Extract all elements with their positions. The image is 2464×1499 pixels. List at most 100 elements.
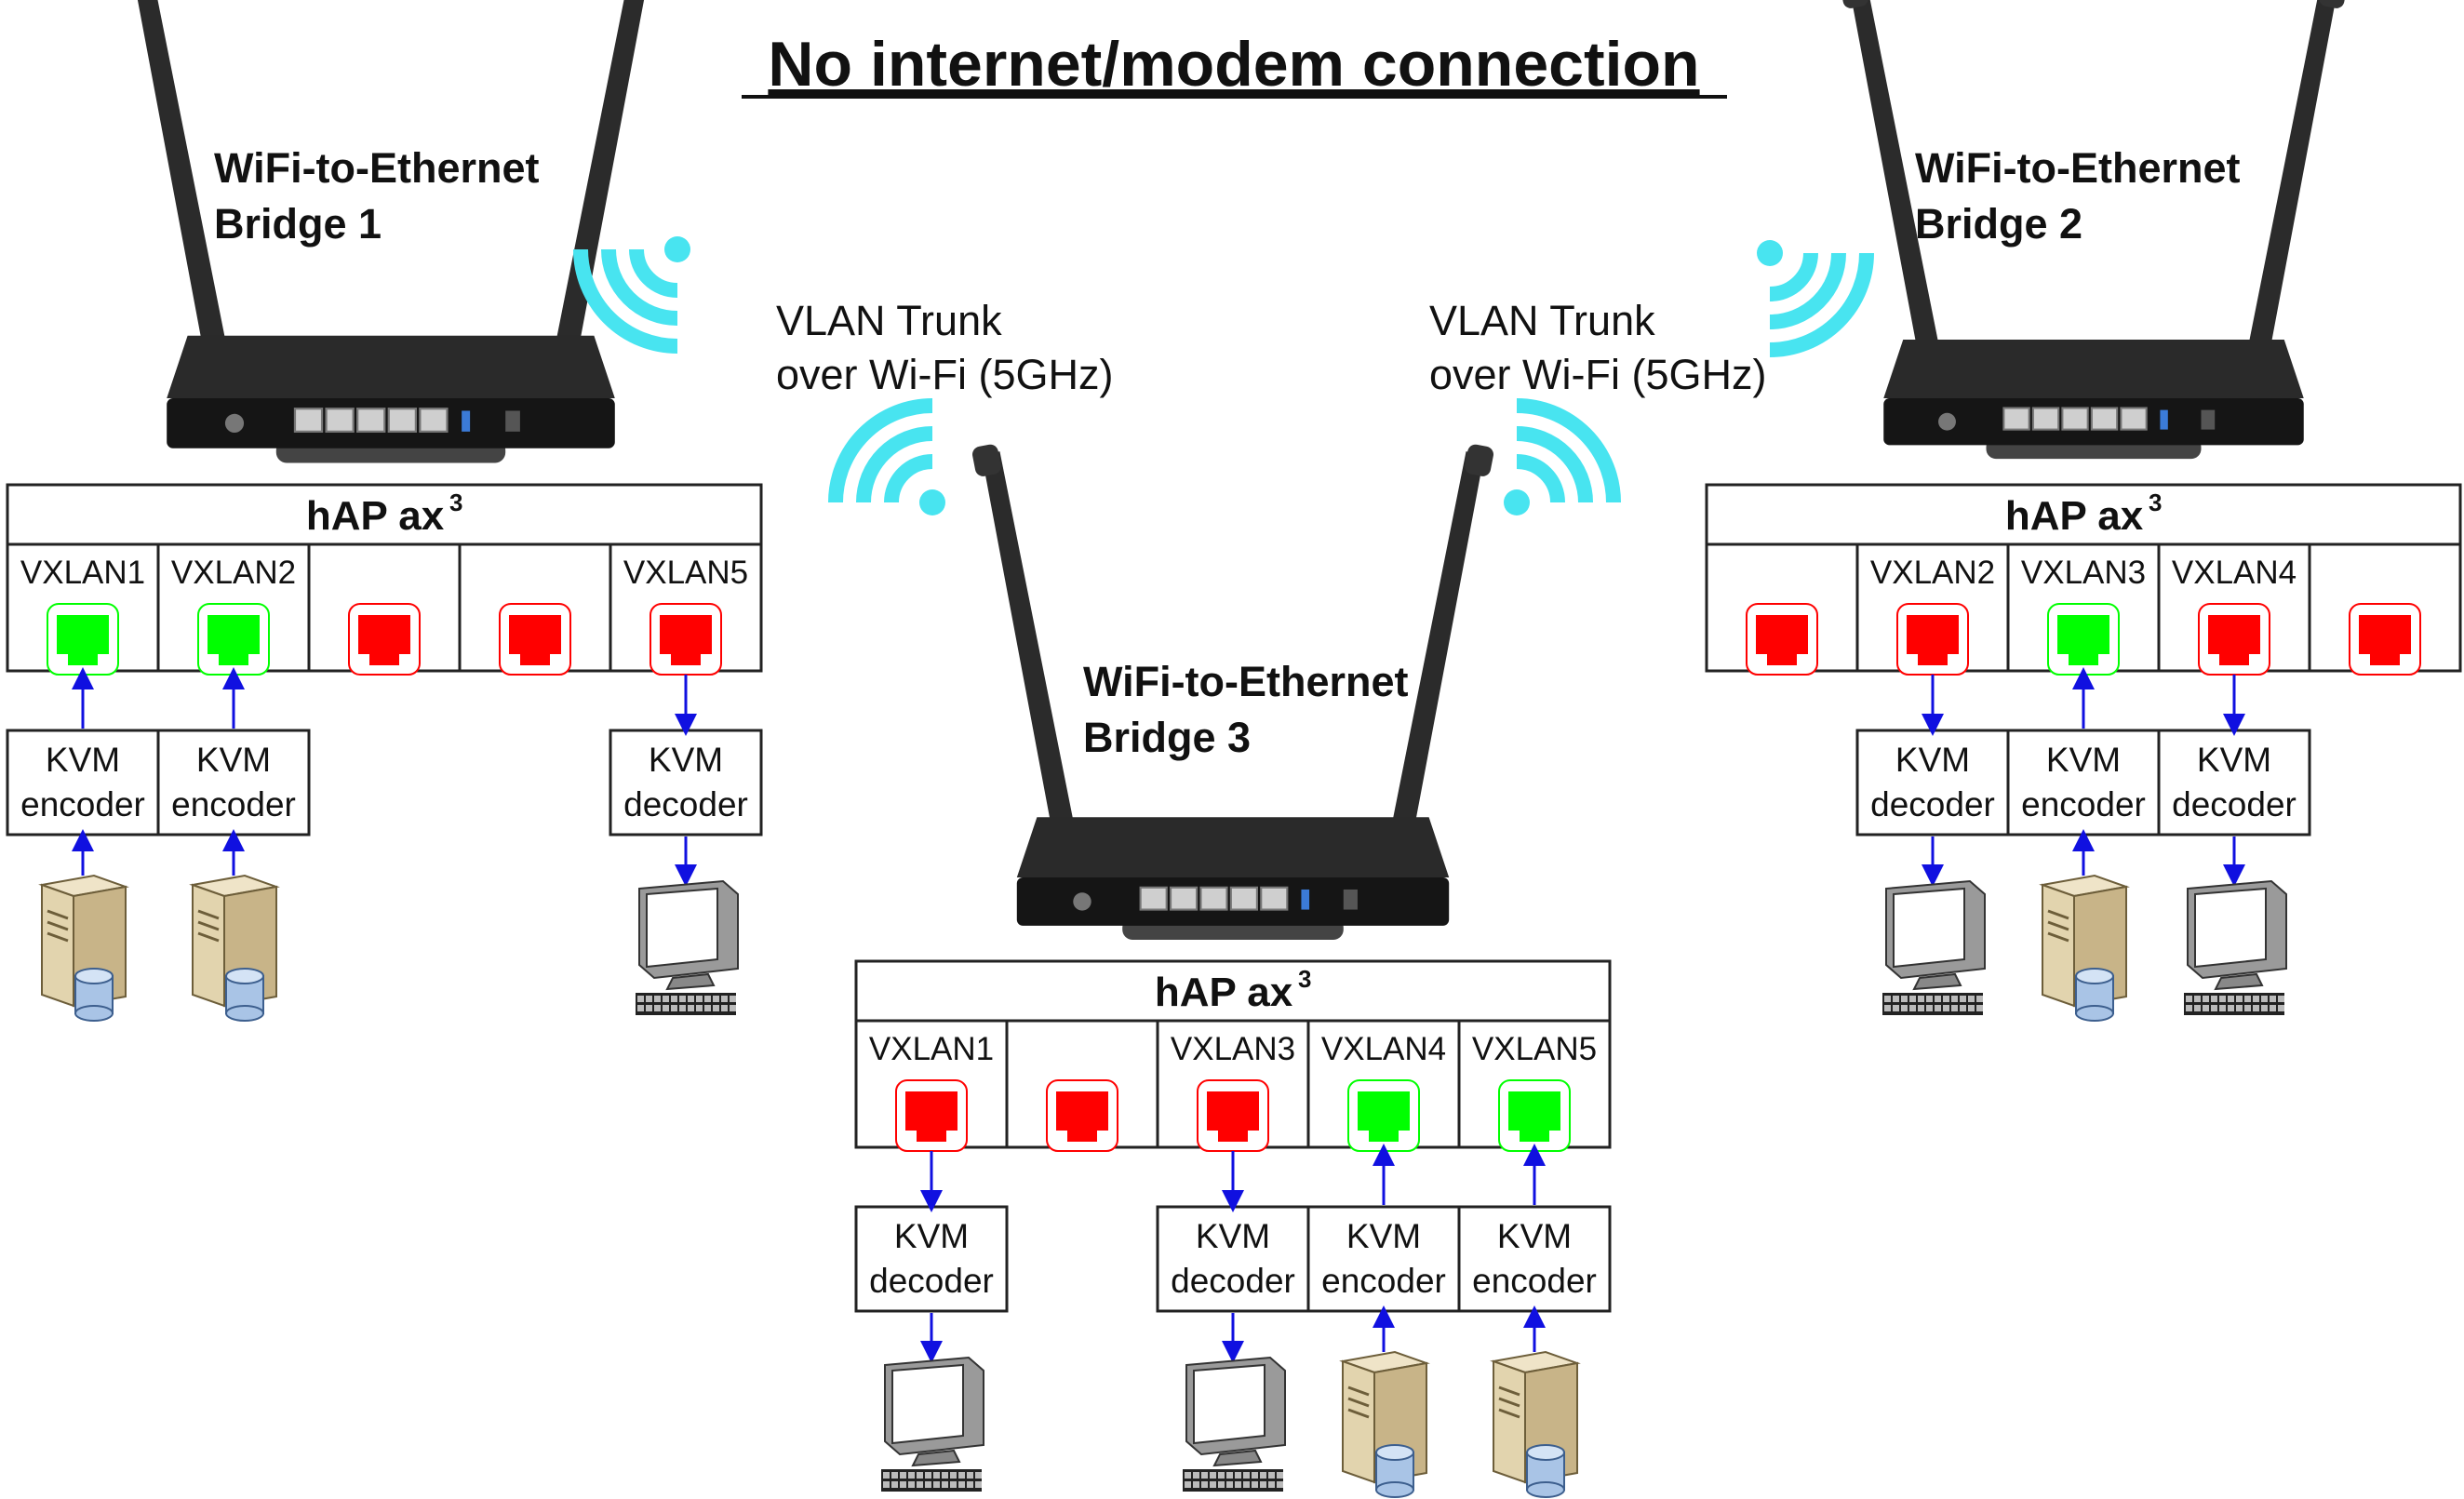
diagram-title: No internet/modem connection <box>768 29 1699 100</box>
kvm-line2: decoder <box>623 785 748 823</box>
kvm-line2: encoder <box>2021 785 2146 823</box>
model-name: hAP ax <box>2005 493 2144 539</box>
wifi-signal-icon <box>573 236 690 354</box>
port-cell: VXLAN2 <box>156 542 311 676</box>
ethernet-port-icon <box>197 603 270 676</box>
port-cell: VXLAN2 <box>1855 542 2010 676</box>
wifi-layer: VLAN Trunk over Wi-Fi (5GHz) VLAN Trunk ove… <box>573 236 1874 515</box>
port-label: VXLAN1 <box>20 555 145 591</box>
kvm-line2: encoder <box>20 785 145 823</box>
ethernet-port-icon <box>649 603 722 676</box>
kvm-line1: KVM <box>196 741 271 779</box>
kvm-box <box>854 1205 1009 1313</box>
bridge-name-line1: WiFi-to-Ethernet <box>1915 144 2241 192</box>
kvm-line1: KVM <box>1346 1217 1421 1255</box>
wifi-label-line2: over Wi-Fi (5GHz) <box>776 351 1113 398</box>
kvm-line1: KVM <box>1196 1217 1270 1255</box>
kvm-line1: KVM <box>894 1217 969 1255</box>
kvm-box <box>2157 729 2311 836</box>
ethernet-port-icon <box>2198 603 2270 676</box>
kvm-device: KVM decoder <box>1156 1151 1310 1492</box>
port-cell <box>2308 542 2462 676</box>
wifi-signal-icon <box>1504 398 1621 515</box>
port-cell: VXLAN3 <box>1156 1019 1310 1152</box>
port-label: VXLAN2 <box>1870 555 1995 591</box>
wifi-signal-icon <box>828 398 945 515</box>
kvm-line1: KVM <box>2046 741 2121 779</box>
ethernet-port-icon <box>1498 1079 1571 1152</box>
port-cell <box>307 542 462 676</box>
server-icon <box>1339 1350 1430 1498</box>
port-cell <box>1705 542 1859 676</box>
port-cell: VXLAN1 <box>6 542 160 676</box>
port-label: VXLAN4 <box>2172 555 2297 591</box>
kvm-device: KVM decoder <box>1855 675 2010 1015</box>
ethernet-port-icon <box>2047 603 2120 676</box>
kvm-line2: decoder <box>2172 785 2297 823</box>
ethernet-port-icon <box>2349 603 2421 676</box>
model-superscript: 3 <box>2149 489 2162 516</box>
server-icon <box>38 874 129 1022</box>
port-label: VXLAN3 <box>1171 1031 1295 1067</box>
kvm-line2: decoder <box>1171 1262 1295 1300</box>
kvm-line1: KVM <box>1895 741 1970 779</box>
port-label: VXLAN5 <box>1472 1031 1597 1067</box>
port-cell: VXLAN1 <box>854 1019 1009 1152</box>
port-cell: VXLAN4 <box>1306 1019 1461 1152</box>
bridge-name-line1: WiFi-to-Ethernet <box>1083 658 1409 705</box>
port-label: VXLAN2 <box>171 555 296 591</box>
bridge-name-line2: Bridge 3 <box>1083 714 1251 761</box>
bridge-name-line1: WiFi-to-Ethernet <box>214 144 540 192</box>
monitor-icon <box>1183 1356 1286 1492</box>
router-icon <box>972 444 1493 940</box>
monitor-icon <box>636 879 739 1015</box>
monitor-icon <box>881 1356 984 1492</box>
model-header <box>1705 483 2462 546</box>
ethernet-port-icon <box>1197 1079 1269 1152</box>
bridge-name-line2: Bridge 2 <box>1915 200 2082 248</box>
port-cell: VXLAN5 <box>609 542 763 676</box>
kvm-device: KVM decoder <box>854 1151 1009 1492</box>
port-label: VXLAN4 <box>1321 1031 1446 1067</box>
server-icon <box>189 874 280 1022</box>
model-header <box>6 483 763 546</box>
port-label: VXLAN3 <box>2021 555 2146 591</box>
kvm-line2: encoder <box>1321 1262 1446 1300</box>
kvm-line1: KVM <box>2197 741 2271 779</box>
wifi-label-line1: VLAN Trunk <box>776 297 1002 344</box>
kvm-line2: decoder <box>869 1262 994 1300</box>
kvm-line2: decoder <box>1870 785 1995 823</box>
ethernet-port-icon <box>895 1079 968 1152</box>
ethernet-port-icon <box>1896 603 1969 676</box>
kvm-box <box>609 729 763 836</box>
kvm-device: KVM encoder <box>2006 667 2161 1022</box>
port-cell <box>458 542 612 676</box>
server-icon <box>1490 1350 1581 1498</box>
wifi-signal-icon <box>1757 240 1874 357</box>
kvm-line2: encoder <box>1472 1262 1597 1300</box>
port-cell: VXLAN4 <box>2157 542 2311 676</box>
port-cell <box>1005 1019 1159 1152</box>
router-icon <box>137 0 645 463</box>
model-name: hAP ax <box>306 493 445 539</box>
wifi-label-line1: VLAN Trunk <box>1429 297 1655 344</box>
ethernet-port-icon <box>1746 603 1818 676</box>
port-cell: VXLAN3 <box>2006 542 2161 676</box>
wifi-label-line2: over Wi-Fi (5GHz) <box>1429 351 1766 398</box>
kvm-line1: KVM <box>46 741 120 779</box>
model-superscript: 3 <box>449 489 462 516</box>
router-icon <box>1840 0 2348 460</box>
port-label: VXLAN5 <box>623 555 748 591</box>
ethernet-port-icon <box>348 603 421 676</box>
ethernet-port-icon <box>1046 1079 1118 1152</box>
monitor-icon <box>2184 879 2287 1015</box>
bridge-name-line2: Bridge 1 <box>214 200 382 248</box>
monitor-icon <box>1882 879 1986 1015</box>
